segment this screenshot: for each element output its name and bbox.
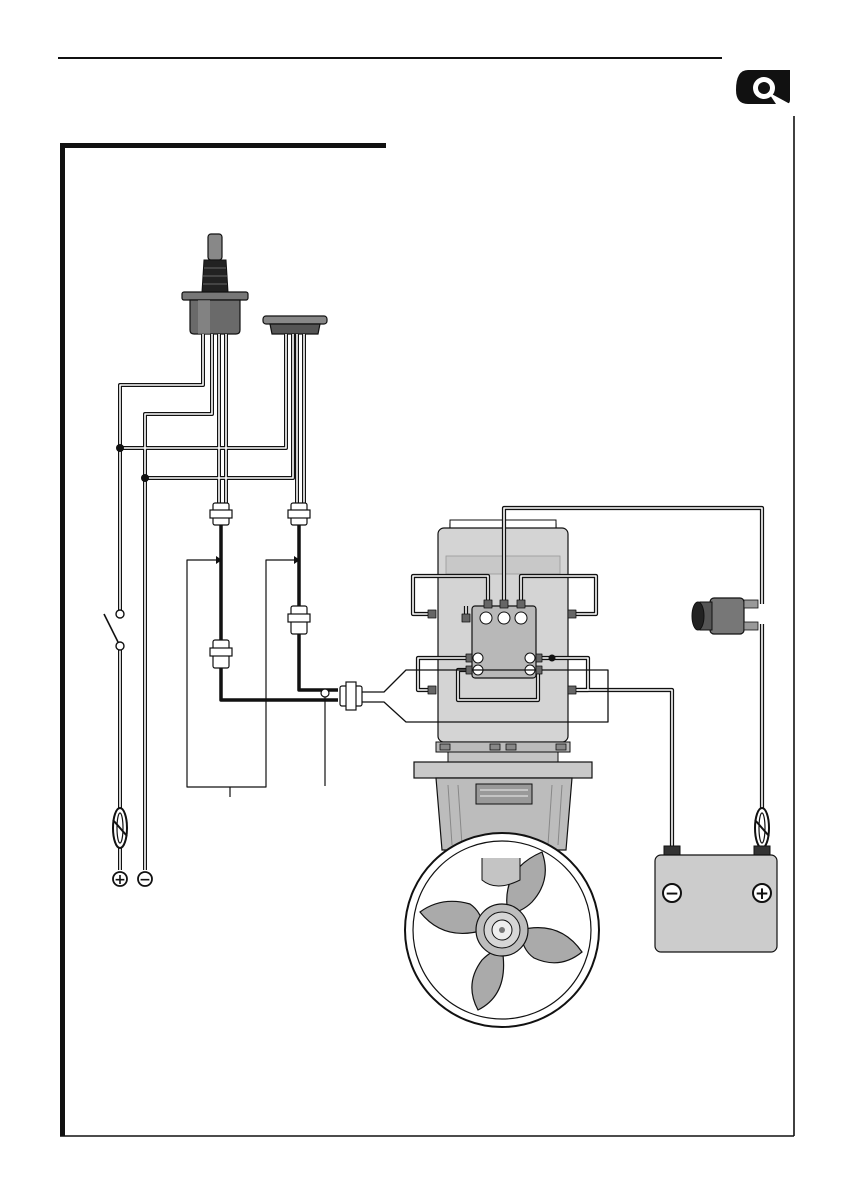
- bus-connector: [210, 503, 362, 710]
- q-logo-icon: [736, 70, 790, 104]
- control-panel: [263, 316, 327, 334]
- battery: − +: [655, 846, 777, 952]
- isolator-switch: [692, 598, 758, 634]
- negative-terminal: −: [138, 872, 152, 888]
- minus-symbol: −: [665, 884, 679, 904]
- fuse-icon: [113, 808, 127, 848]
- plus-symbol: +: [114, 872, 126, 888]
- section-bar-top: [60, 143, 386, 148]
- control-switch: [104, 610, 124, 650]
- fuse-icon: [755, 808, 769, 848]
- section-bar-left: [60, 143, 65, 1136]
- battery-negative-terminal: −: [663, 884, 681, 904]
- junction-dot: [549, 655, 556, 662]
- positive-terminal: +: [113, 872, 127, 888]
- joystick-control: [182, 234, 248, 334]
- control-box: [472, 606, 536, 678]
- junction-dot: [141, 474, 149, 482]
- junction-dot: [116, 444, 124, 452]
- battery-positive-terminal: +: [753, 884, 771, 904]
- control-wiring: [116, 334, 338, 870]
- plus-symbol: +: [755, 884, 769, 904]
- minus-symbol: −: [139, 872, 151, 888]
- propeller: [405, 833, 599, 1027]
